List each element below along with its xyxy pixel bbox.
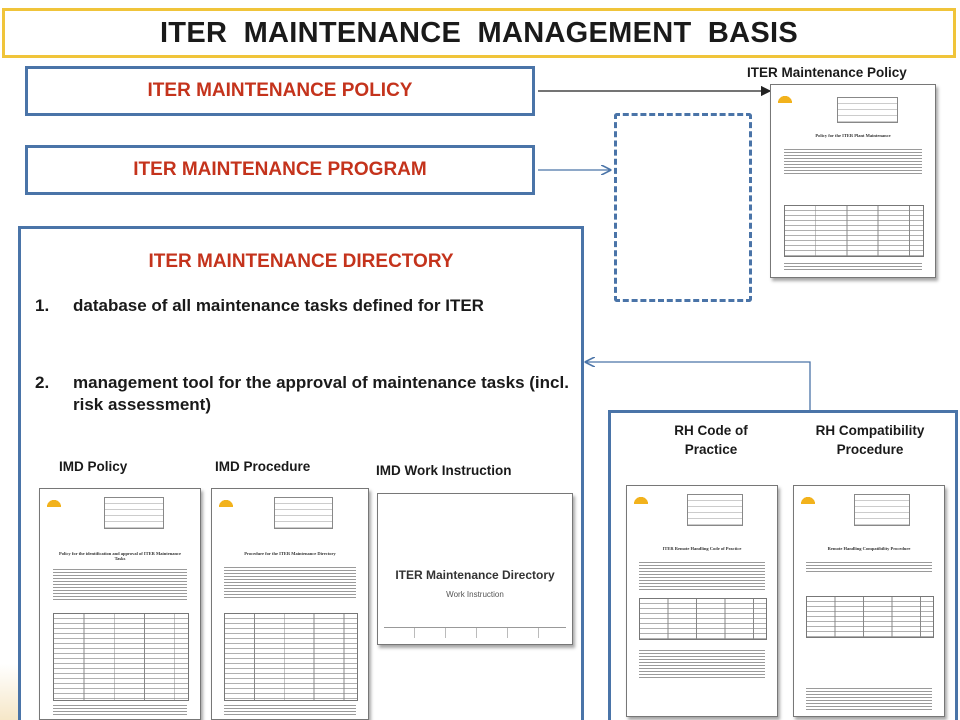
imd-policy-thumbnail: Policy for the identification and approv… (39, 488, 201, 720)
policy-doc-title: Policy for the ITER Plant Maintenance (815, 133, 891, 138)
directory-list-item: 1. database of all maintenance tasks def… (35, 296, 484, 315)
work-instruction-doc-subtitle: Work Instruction (446, 590, 504, 599)
directory-list-item: 2. management tool for the approval of m… (35, 373, 569, 414)
directory-title: ITER MAINTENANCE DIRECTORY (148, 251, 454, 272)
rh-compat-doc-title: Remote Handling Compatibility Procedure (827, 546, 911, 551)
maintenance-policy-box: ITER MAINTENANCE POLICY (25, 66, 535, 116)
rh-code-doc-title: ITER Remote Handling Code of Practice (662, 546, 742, 551)
imd-policy-doc-title: Policy for the identification and approv… (58, 551, 182, 561)
remote-handling-panel: RH Code of Practice RH Compatibility Pro… (608, 410, 958, 720)
imd-work-instruction-label: IMD Work Instruction (376, 463, 512, 478)
program-placeholder (614, 113, 752, 302)
imd-policy-label: IMD Policy (59, 459, 128, 474)
rh-code-label: RH Code of Practice (674, 423, 748, 457)
rh-to-directory-arrow (586, 362, 811, 410)
policy-doc-label: ITER Maintenance Policy (747, 65, 907, 80)
logo-icon (46, 497, 62, 507)
maintenance-directory-panel: ITER MAINTENANCE DIRECTORY 1. database o… (18, 226, 584, 720)
policy-document-thumbnail: Policy for the ITER Plant Maintenance (770, 84, 936, 278)
page-title: ITER MAINTENANCE MANAGEMENT BASIS (2, 8, 956, 58)
imd-procedure-label: IMD Procedure (215, 459, 311, 474)
imd-procedure-doc-title: Procedure for the ITER Maintenance Direc… (244, 551, 336, 556)
logo-icon (800, 494, 816, 504)
maintenance-program-box: ITER MAINTENANCE PROGRAM (25, 145, 535, 195)
logo-icon (218, 497, 234, 507)
rh-compatibility-label: RH Compatibility Procedure (815, 423, 925, 457)
rh-compatibility-thumbnail: Remote Handling Compatibility Procedure (793, 485, 945, 717)
logo-icon (633, 494, 649, 504)
work-instruction-doc-title: ITER Maintenance Directory (395, 568, 555, 582)
logo-icon (777, 93, 793, 103)
imd-work-instruction-thumbnail: ITER Maintenance Directory Work Instruct… (377, 493, 573, 645)
bottom-left-decoration (0, 664, 18, 720)
imd-procedure-thumbnail: Procedure for the ITER Maintenance Direc… (211, 488, 369, 720)
rh-code-thumbnail: ITER Remote Handling Code of Practice (626, 485, 778, 717)
